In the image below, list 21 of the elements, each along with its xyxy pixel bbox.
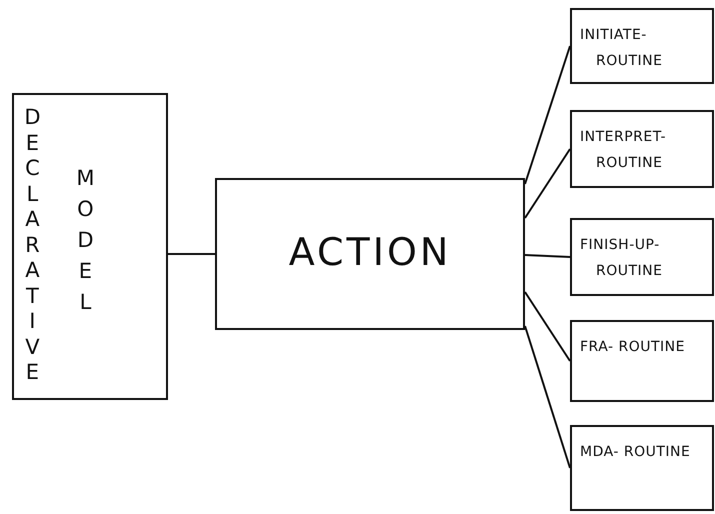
box-label: INTERPRET- ROUTINE — [580, 128, 668, 173]
box-label: FINISH-UP- ROUTINE — [580, 236, 664, 281]
routine-box — [570, 218, 714, 296]
connector-line — [524, 254, 570, 258]
routine-box — [570, 110, 714, 188]
vertical-label: MODEL — [76, 165, 95, 316]
connector-line — [524, 326, 571, 468]
box-label: FRA- ROUTINE — [580, 338, 686, 357]
routine-box — [570, 320, 714, 402]
box-label: ACTION — [288, 230, 452, 274]
connector-line — [524, 148, 571, 219]
connector-line — [524, 46, 571, 184]
model-box — [12, 93, 168, 400]
routine-box — [570, 425, 714, 511]
box-label: INITIATE- ROUTINE — [580, 26, 664, 71]
connector-line — [168, 253, 215, 255]
connector-line — [524, 291, 571, 362]
box-label: MDA- ROUTINE — [580, 443, 692, 462]
action-box — [215, 178, 525, 330]
vertical-label: DECLARATIVE — [24, 105, 41, 386]
routine-box — [570, 8, 714, 84]
